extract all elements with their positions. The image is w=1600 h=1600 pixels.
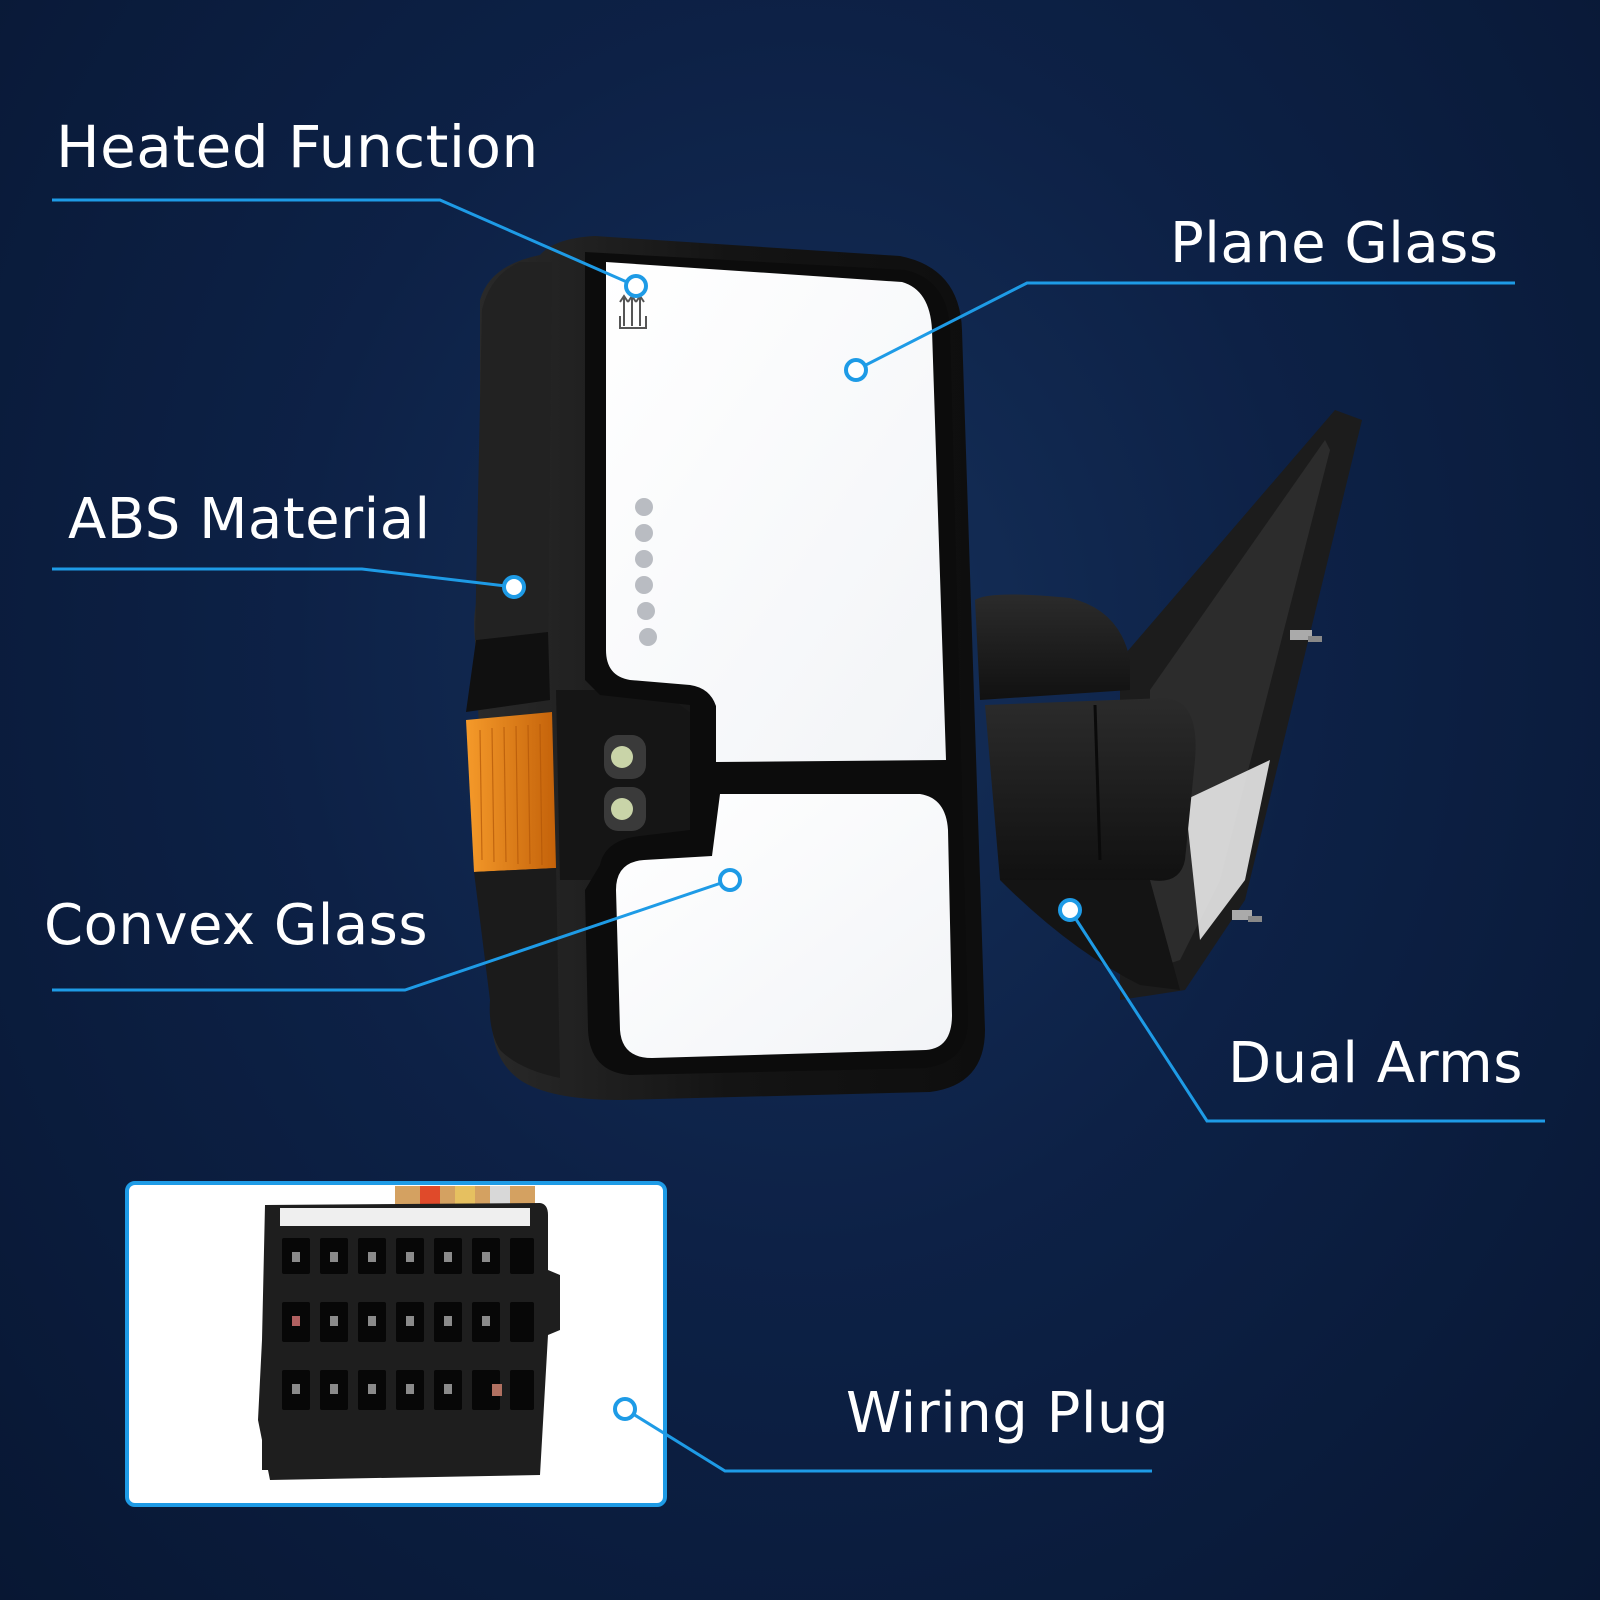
dual-arms bbox=[975, 594, 1196, 990]
circle-dot-icon bbox=[844, 358, 868, 382]
dual-arms-label: Dual Arms bbox=[1228, 1031, 1523, 1096]
circle-dot-icon bbox=[613, 1397, 637, 1421]
circle-dot-icon bbox=[502, 575, 526, 599]
leader-plane bbox=[855, 281, 1515, 372]
convex-glass-label: Convex Glass bbox=[44, 893, 429, 958]
callout-markers bbox=[502, 274, 1082, 1421]
convex-glass bbox=[616, 794, 952, 1058]
circle-dot-icon bbox=[624, 274, 648, 298]
heated-function-label: Heated Function bbox=[56, 113, 539, 181]
turn-signal-lens bbox=[466, 712, 556, 872]
callout-lines bbox=[52, 198, 1545, 1473]
circle-dot-icon bbox=[718, 868, 742, 892]
leader-convex bbox=[52, 878, 731, 992]
leader-abs bbox=[52, 567, 515, 589]
abs-material-label: ABS Material bbox=[68, 487, 431, 552]
wiring-plug-inset bbox=[125, 1181, 667, 1507]
leader-heated bbox=[52, 198, 637, 288]
plane-glass-label: Plane Glass bbox=[1170, 211, 1499, 276]
plane-glass bbox=[606, 262, 946, 762]
leader-plug bbox=[624, 1407, 1152, 1473]
circle-dot-icon bbox=[1058, 898, 1082, 922]
mirror-frame bbox=[585, 252, 968, 1075]
wiring-plug-label: Wiring Plug bbox=[846, 1381, 1169, 1446]
leader-dual bbox=[1068, 909, 1545, 1123]
signal-indicator-dots bbox=[635, 498, 657, 646]
